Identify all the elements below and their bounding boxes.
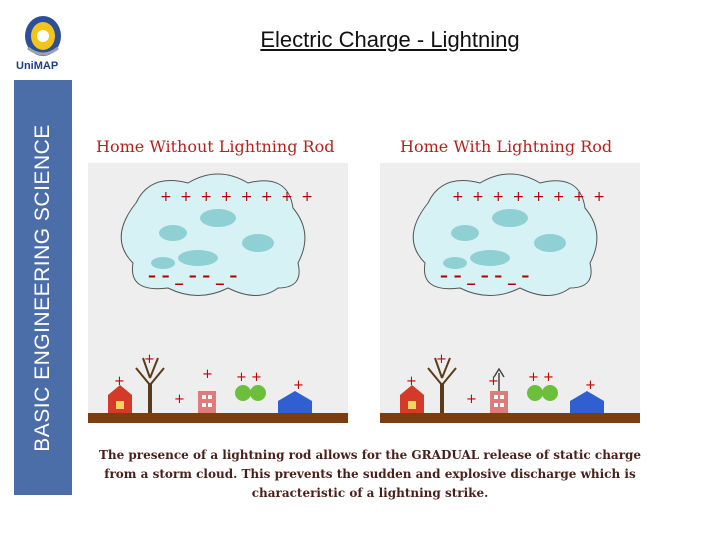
blue-house-icon [570, 391, 604, 413]
explanation-caption: The presence of a lightning rod allows f… [82, 446, 658, 503]
scene-with-rod: + + + + + + + + – – _ – – _ – + + + + + … [380, 163, 640, 423]
svg-text:+: + [174, 392, 185, 407]
tower-house-icon [198, 391, 216, 413]
round-tree-icon [235, 385, 251, 401]
svg-text:+: + [466, 392, 477, 407]
tower-house-icon [490, 391, 508, 413]
positive-charge-row: + + + + + + + + [452, 189, 607, 205]
barn-icon [108, 385, 132, 413]
svg-text:+: + [202, 367, 213, 382]
barn-icon [400, 385, 424, 413]
svg-text:+ +: + + [236, 370, 262, 385]
caption-line-3: characteristic of a lightning strike. [251, 486, 489, 500]
round-tree-icon [527, 385, 543, 401]
svg-text:+: + [114, 374, 125, 389]
svg-text:+ +: + + [528, 370, 554, 385]
negative-charge-row: – – _ – – _ – [148, 266, 237, 285]
caption-line-1: The presence of a lightning rod allows f… [98, 448, 642, 462]
scene-without-rod: + + + + + + + + – – _ – – _ – + + + + + … [88, 163, 348, 423]
svg-text:+: + [488, 374, 499, 389]
panel-title-with-rod: Home With Lightning Rod [400, 137, 613, 156]
ground-strip [88, 413, 348, 423]
negative-charge-row: – – _ – – _ – [440, 266, 529, 285]
lightning-rod-icon [493, 367, 505, 391]
sidebar-bar [14, 80, 72, 495]
logo-wordmark: UniMAP [16, 60, 59, 72]
slide-title: Electric Charge - Lightning [260, 27, 520, 52]
positive-charge-row: + + + + + + + + [160, 189, 315, 205]
caption-line-2: from a storm cloud. This prevents the su… [104, 467, 636, 481]
sidebar-label: BASIC ENGINEERING SCIENCE [31, 123, 54, 452]
panel-title-without-rod: Home Without Lightning Rod [96, 137, 335, 156]
blue-house-icon [278, 391, 312, 413]
university-logo-icon [25, 16, 61, 56]
ground-strip [380, 413, 640, 423]
svg-text:+: + [144, 352, 155, 367]
svg-text:+: + [293, 378, 304, 393]
svg-text:+: + [436, 352, 447, 367]
svg-text:+: + [585, 378, 596, 393]
svg-text:+: + [406, 374, 417, 389]
